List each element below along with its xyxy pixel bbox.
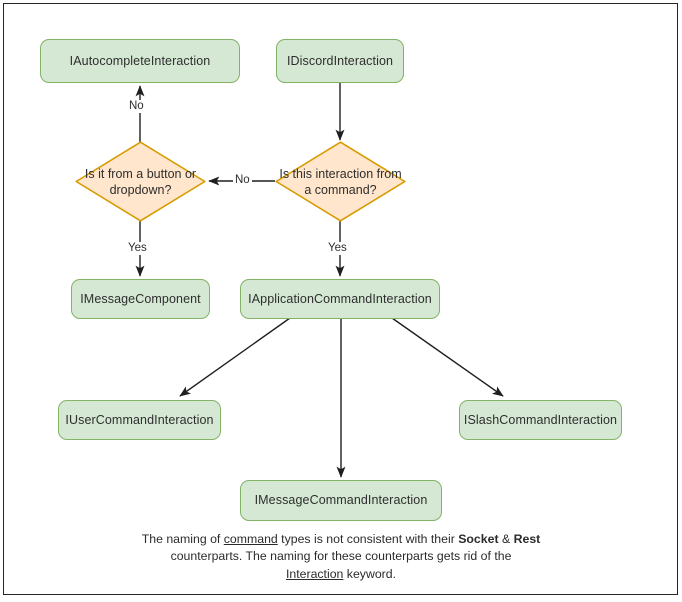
- node-label: ISlashCommandInteraction: [463, 412, 618, 427]
- diamond-shape: [75, 141, 206, 222]
- node-is-this-interaction-from-a-command[interactable]: Is this interaction from a command?: [275, 141, 406, 222]
- node-label: IApplicationCommandInteraction: [248, 291, 432, 306]
- node-label: IDiscordInteraction: [286, 53, 394, 68]
- node-label: Is this interaction from a command?: [279, 166, 402, 197]
- node-label: Is it from a button or dropdown?: [84, 166, 197, 197]
- edge-appcmd-to-slash-command: [391, 317, 504, 397]
- edge-label-yes-to-message-component: Yes: [126, 242, 149, 255]
- node-slash-command-interaction[interactable]: ISlashCommandInteraction: [459, 400, 622, 440]
- caption-text-2: types is not consistent with their: [277, 532, 455, 546]
- diagram-caption: The naming of command types is not consi…: [141, 531, 541, 583]
- caption-bold-socket: Socket: [458, 532, 499, 546]
- edge-label-no-to-autocomplete: No: [127, 100, 146, 113]
- node-message-component[interactable]: IMessageComponent: [71, 279, 210, 319]
- node-label: IAutocompleteInteraction: [69, 53, 211, 68]
- edge-label-no-between-diamonds: No: [233, 174, 252, 187]
- caption-text-5: counterparts. The naming for these: [170, 549, 362, 564]
- node-label: IUserCommandInteraction: [65, 412, 214, 427]
- caption-bold-rest: Rest: [513, 532, 541, 546]
- caption-text-7: keyword.: [343, 566, 397, 581]
- node-discord-interaction[interactable]: IDiscordInteraction: [276, 39, 404, 83]
- node-application-command-interaction[interactable]: IApplicationCommandInteraction: [240, 279, 440, 319]
- diamond-shape: [275, 141, 406, 222]
- node-user-command-interaction[interactable]: IUserCommandInteraction: [58, 400, 221, 440]
- caption-text-1: The naming of: [141, 532, 224, 546]
- node-autocomplete-interaction[interactable]: IAutocompleteInteraction: [40, 39, 240, 83]
- node-label: IMessageCommandInteraction: [254, 493, 428, 507]
- node-label: IMessageComponent: [80, 291, 201, 306]
- caption-underline-command: command: [223, 532, 278, 546]
- edge-label-yes-to-application-command: Yes: [326, 242, 349, 255]
- node-message-command-interaction[interactable]: IMessageCommandInteraction: [240, 480, 442, 521]
- caption-underline-interaction: Interaction: [285, 566, 344, 581]
- node-is-it-from-a-button-or-dropdown[interactable]: Is it from a button or dropdown?: [75, 141, 206, 222]
- caption-text-6: counterparts gets rid of the: [365, 549, 512, 564]
- edge-appcmd-to-user-command: [179, 317, 291, 397]
- caption-text-4: &: [498, 532, 514, 546]
